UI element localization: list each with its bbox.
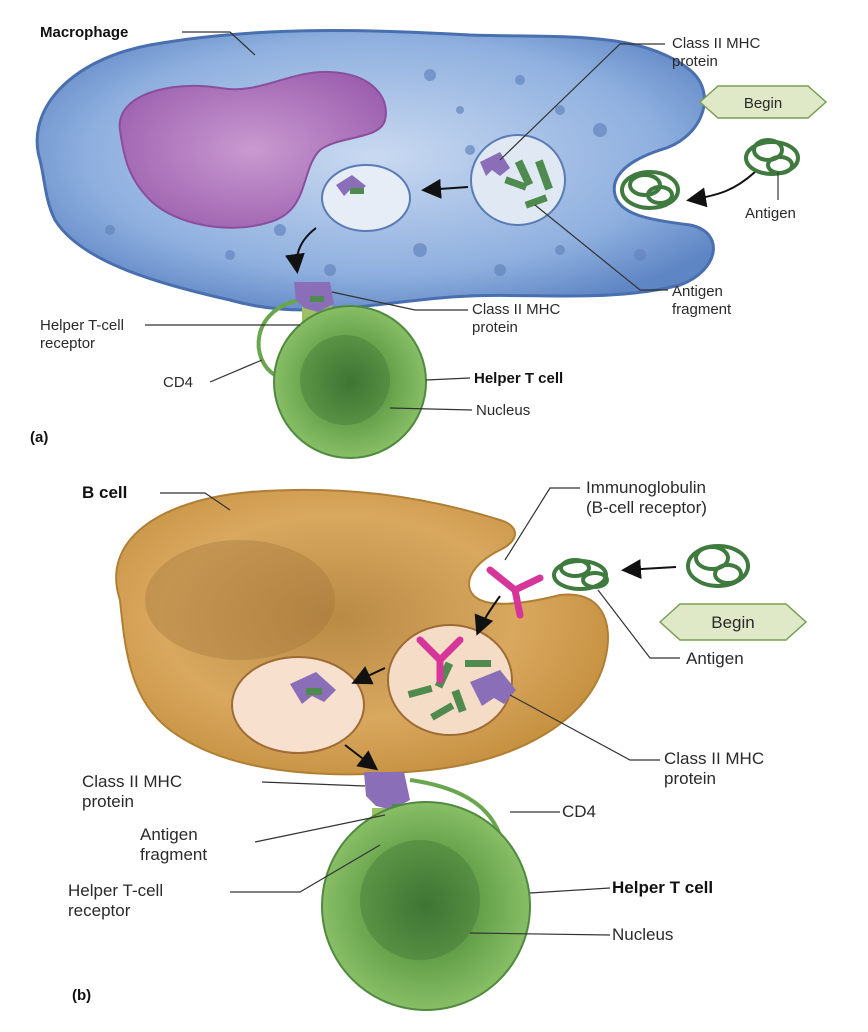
immunoglobulin-receptor bbox=[486, 566, 544, 619]
antigen-label-b: Antigen bbox=[686, 649, 744, 668]
helper-tcell-b bbox=[321, 801, 531, 1011]
arrow-to-surface-b bbox=[344, 744, 379, 771]
antigen-fragments-a bbox=[504, 159, 553, 209]
panel-b: Begin B cell Immunoglobulin (B-cell rece… bbox=[68, 478, 808, 1011]
arrow-to-mhc-vesicle bbox=[351, 666, 386, 685]
antigen-bound-b bbox=[552, 558, 609, 591]
arrow-to-surface bbox=[284, 227, 317, 274]
antigen-fragment-label-b-1: Antigen bbox=[140, 825, 198, 844]
tcell-receptor-label-b-1: Helper T-cell bbox=[68, 881, 163, 900]
antigen-blob-outside bbox=[744, 138, 800, 176]
mhc-in-endosome bbox=[470, 670, 516, 706]
begin-label-a: Begin bbox=[744, 95, 782, 112]
macrophage-granules bbox=[105, 69, 646, 276]
panel-b-tag: (b) bbox=[72, 987, 91, 1004]
arrow-to-endosome bbox=[474, 595, 501, 636]
tcell-nucleus-a bbox=[300, 335, 390, 425]
bcell-nucleus bbox=[145, 540, 335, 660]
mhc-bottom-label-a-1: Class II MHC bbox=[472, 301, 561, 318]
antigen-fragment-label-a-2: fragment bbox=[672, 301, 732, 318]
antigen-blob-engulfed bbox=[620, 170, 680, 210]
begin-badge-b bbox=[658, 603, 808, 641]
mhc-top-label-1: Class II MHC bbox=[672, 35, 761, 52]
antigen-label-a: Antigen bbox=[745, 205, 796, 222]
helper-t-label-b: Helper T cell bbox=[612, 878, 713, 897]
mhc-left-label-1: Class II MHC bbox=[82, 772, 182, 791]
mhc-top-label-2: protein bbox=[672, 53, 718, 70]
mhc-right-label-1: Class II MHC bbox=[664, 749, 764, 768]
antigen-fragment-label-a-1: Antigen bbox=[672, 283, 723, 300]
mhc-bottom-label-a-2: protein bbox=[472, 319, 518, 336]
arrow-antigen-to-bcell bbox=[621, 559, 677, 580]
antigen-free-b bbox=[686, 544, 750, 588]
panel-a: Begin Macrophage Class II MHC protein An… bbox=[30, 24, 828, 459]
mhc-vesicle-b bbox=[231, 656, 365, 754]
tcell-receptor-label-a-1: Helper T-cell bbox=[40, 317, 124, 334]
nucleus-label-b: Nucleus bbox=[612, 925, 673, 944]
tcell-nucleus-b bbox=[360, 840, 480, 960]
begin-badge-a bbox=[698, 85, 828, 119]
begin-label-b: Begin bbox=[711, 613, 754, 632]
endosome-vesicle-b bbox=[387, 624, 513, 736]
mhc-right-label-2: protein bbox=[664, 769, 716, 788]
mhc-transport-vesicle bbox=[321, 164, 411, 232]
helper-tcell-a bbox=[273, 305, 427, 459]
panel-a-tag: (a) bbox=[30, 429, 48, 446]
helper-t-label-a: Helper T cell bbox=[474, 370, 563, 387]
phagosome-vesicle bbox=[470, 134, 566, 226]
immunoglobulin-in-vesicle bbox=[416, 636, 464, 684]
arrow-antigen-in bbox=[686, 171, 756, 208]
cd4-label-b: CD4 bbox=[562, 802, 596, 821]
macrophage-label: Macrophage bbox=[40, 24, 128, 41]
nucleus-label-a: Nucleus bbox=[476, 402, 530, 419]
cd4-label-a: CD4 bbox=[163, 374, 193, 391]
mhc-left-label-2: protein bbox=[82, 792, 134, 811]
mhc-surface-b bbox=[364, 772, 410, 810]
arrow-vesicle-to-vesicle bbox=[421, 178, 469, 199]
immunoglobulin-label-2: (B-cell receptor) bbox=[586, 498, 707, 517]
cd4-arc-a bbox=[256, 298, 301, 377]
macrophage-nucleus bbox=[118, 70, 387, 229]
antigen-fragment-label-b-2: fragment bbox=[140, 845, 207, 864]
bcell-label: B cell bbox=[82, 483, 127, 502]
tcell-receptor-label-b-2: receptor bbox=[68, 901, 131, 920]
tcell-receptor-label-a-2: receptor bbox=[40, 335, 95, 352]
antigen-fragments-b bbox=[407, 660, 491, 721]
immunoglobulin-label-1: Immunoglobulin bbox=[586, 478, 706, 497]
